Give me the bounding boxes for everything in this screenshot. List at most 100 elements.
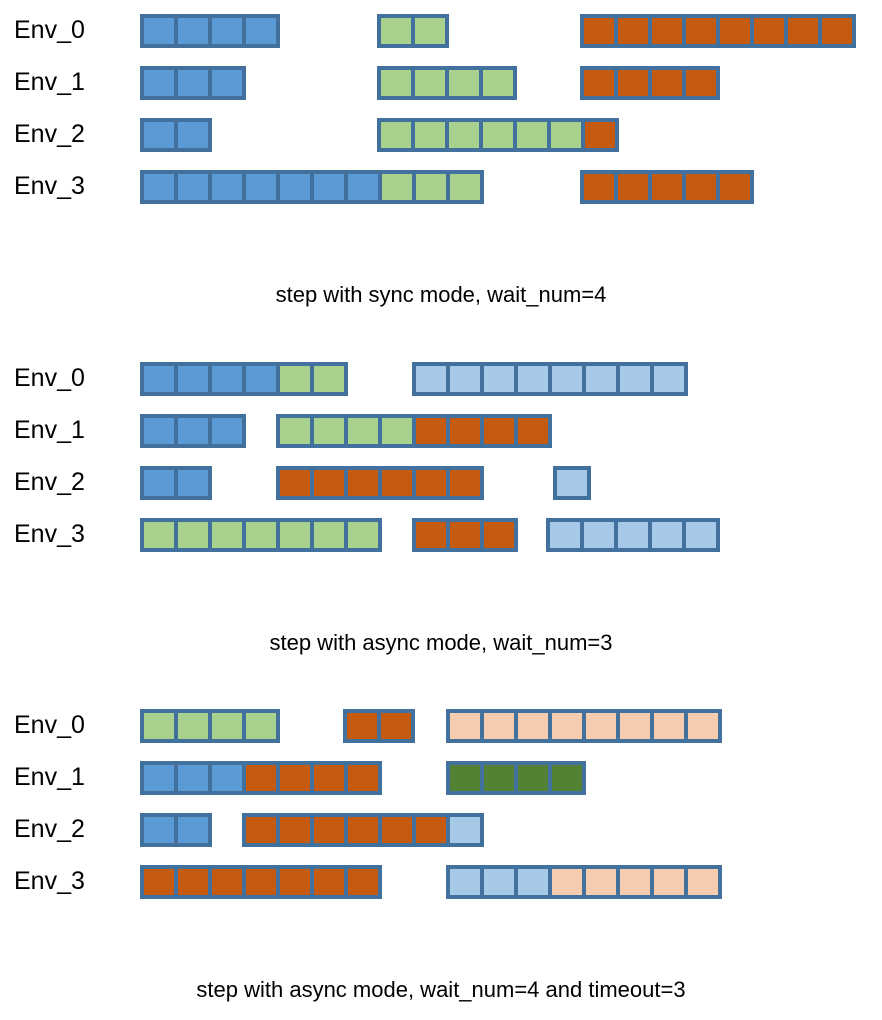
env-track [0,757,882,797]
step-cell-blue [178,418,208,444]
step-cell-lightblue [686,522,716,548]
step-cell-orange [280,470,310,496]
step-cell-green [551,122,581,148]
step-cell-blue [178,366,208,392]
step-cell-green [449,70,479,96]
step-block [580,170,754,204]
step-cell-orange [314,817,344,843]
step-cell-blue [212,70,242,96]
step-cell-orange [416,470,446,496]
step-cell-orange [348,817,378,843]
step-cell-blue [246,366,276,392]
step-cell-green [348,522,378,548]
step-block [140,14,280,48]
step-block [140,414,246,448]
step-cell-orange [450,470,480,496]
step-cell-orange [246,869,276,895]
step-cell-orange [754,18,784,44]
step-cell-orange [686,70,716,96]
step-cell-blue [178,765,208,791]
step-block [546,518,720,552]
step-cell-orange [652,174,682,200]
step-block [553,466,591,500]
step-block [580,66,720,100]
step-cell-orange [822,18,852,44]
step-cell-green [348,418,378,444]
env-row: Env_3 [0,514,882,554]
env-label-env_1: Env_1 [14,68,85,96]
step-block [446,761,586,795]
step-cell-green [483,122,513,148]
step-cell-orange [347,713,377,739]
step-block [580,14,856,48]
env-track [0,514,882,554]
env-row: Env_0 [0,705,882,745]
env-label-env_3: Env_3 [14,520,85,548]
step-cell-orange [178,869,208,895]
step-block [377,14,449,48]
step-cell-orange [788,18,818,44]
step-cell-blue [144,366,174,392]
step-cell-blue [144,174,174,200]
step-block [140,66,246,100]
step-cell-lightblue [450,817,480,843]
step-cell-orange [381,713,411,739]
env-track [0,462,882,502]
env-label-env_3: Env_3 [14,172,85,200]
step-cell-lightblue [652,522,682,548]
step-cell-lightorange [586,713,616,739]
step-cell-orange [518,418,548,444]
step-cell-orange [484,522,514,548]
step-cell-lightorange [654,869,684,895]
env-label-env_2: Env_2 [14,120,85,148]
step-cell-green [280,522,310,548]
step-cell-orange [686,174,716,200]
step-block [140,170,484,204]
step-cell-lightblue [586,366,616,392]
step-cell-orange [618,70,648,96]
step-cell-lightblue [584,522,614,548]
env-track [0,166,882,206]
step-cell-lightblue [552,366,582,392]
step-cell-blue [178,470,208,496]
step-cell-green [382,174,412,200]
step-cell-lightorange [518,713,548,739]
env-track [0,114,882,154]
env-label-env_2: Env_2 [14,815,85,843]
step-block [276,414,552,448]
step-cell-darkgreen [484,765,514,791]
env-track [0,809,882,849]
env-label-env_0: Env_0 [14,16,85,44]
env-track [0,358,882,398]
step-cell-orange [144,869,174,895]
step-cell-blue [314,174,344,200]
step-cell-orange [314,869,344,895]
step-cell-green [382,418,412,444]
step-cell-lightblue [484,869,514,895]
step-cell-blue [144,70,174,96]
step-cell-orange [450,522,480,548]
step-cell-lightorange [450,713,480,739]
step-cell-lightblue [618,522,648,548]
step-cell-orange [584,18,614,44]
step-cell-lightorange [552,869,582,895]
step-cell-green [450,174,480,200]
step-cell-green [381,122,411,148]
step-cell-lightblue [450,366,480,392]
step-block [276,466,484,500]
step-cell-orange [212,869,242,895]
env-row: Env_0 [0,10,882,50]
step-cell-lightblue [484,366,514,392]
step-cell-green [381,18,411,44]
step-cell-orange [382,817,412,843]
step-cell-orange [280,817,310,843]
step-block [140,466,212,500]
step-cell-orange [348,869,378,895]
step-block [446,865,722,899]
step-cell-green [314,418,344,444]
step-cell-lightorange [688,869,718,895]
step-cell-lightblue [557,470,587,496]
step-cell-lightblue [518,869,548,895]
step-cell-lightblue [450,869,480,895]
